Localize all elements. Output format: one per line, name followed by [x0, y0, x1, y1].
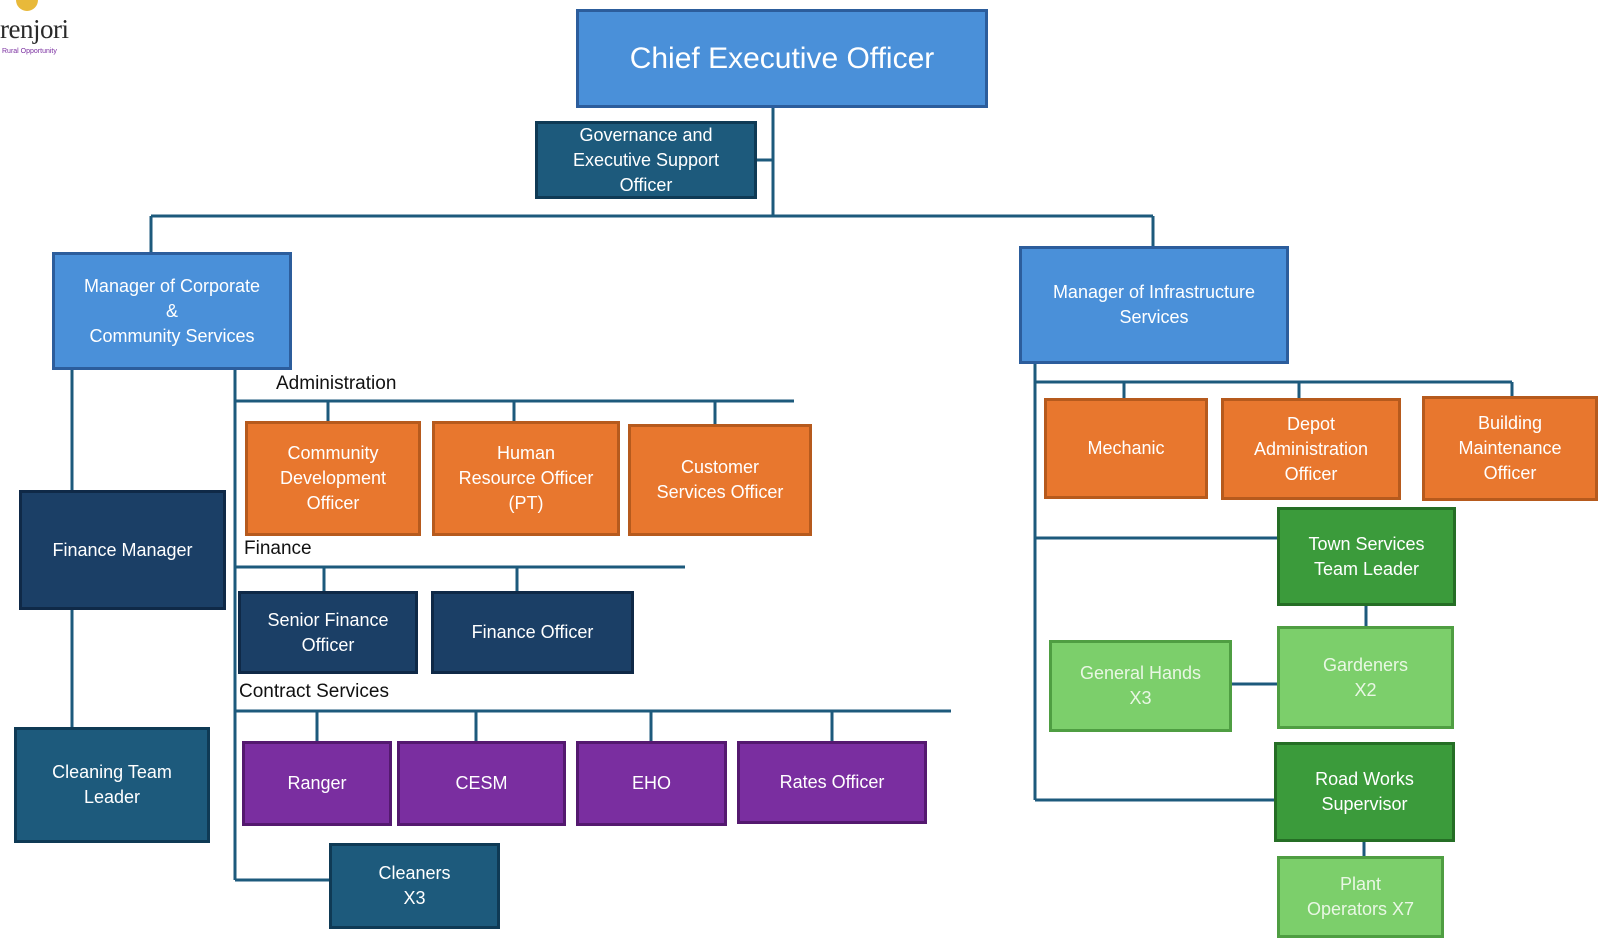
gardeners-box: Gardeners X2: [1277, 626, 1454, 729]
plant-operators-box: Plant Operators X7: [1277, 856, 1444, 938]
cleaners-box: Cleaners X3: [329, 843, 500, 929]
eho-box: EHO: [576, 741, 727, 826]
manager-corporate-box: Manager of Corporate & Community Service…: [52, 252, 292, 370]
logo-sun-icon: [16, 0, 38, 11]
mechanic-box: Mechanic: [1044, 398, 1208, 499]
building-maintenance-officer-box: Building Maintenance Officer: [1422, 396, 1598, 501]
rates-officer-box: Rates Officer: [737, 741, 927, 824]
cleaning-team-leader-box: Cleaning Team Leader: [14, 727, 210, 843]
logo-tagline: Rural Opportunity: [2, 48, 57, 55]
ceo-box: Chief Executive Officer: [576, 9, 988, 108]
manager-infrastructure-box: Manager of Infrastructure Services: [1019, 246, 1289, 364]
ranger-box: Ranger: [242, 741, 392, 826]
road-works-supervisor-box: Road Works Supervisor: [1274, 742, 1455, 842]
governance-officer-box: Governance and Executive Support Officer: [535, 121, 757, 199]
hr-officer-box: Human Resource Officer (PT): [432, 421, 620, 536]
general-hands-box: General Hands X3: [1049, 640, 1232, 732]
customer-services-officer-box: Customer Services Officer: [628, 424, 812, 536]
finance-manager-box: Finance Manager: [19, 490, 226, 610]
cesm-box: CESM: [397, 741, 566, 826]
finance-officer-box: Finance Officer: [431, 591, 634, 674]
community-development-officer-box: Community Development Officer: [245, 421, 421, 536]
section-label-finance: Finance: [244, 538, 312, 559]
organisation-logo: renjori Rural Opportunity: [0, 0, 90, 58]
section-label-contract-services: Contract Services: [239, 681, 389, 702]
depot-administration-officer-box: Depot Administration Officer: [1221, 398, 1401, 500]
town-services-team-leader-box: Town Services Team Leader: [1277, 507, 1456, 606]
senior-finance-officer-box: Senior Finance Officer: [238, 591, 418, 674]
logo-wordmark: renjori: [0, 14, 69, 44]
section-label-administration: Administration: [276, 373, 397, 394]
